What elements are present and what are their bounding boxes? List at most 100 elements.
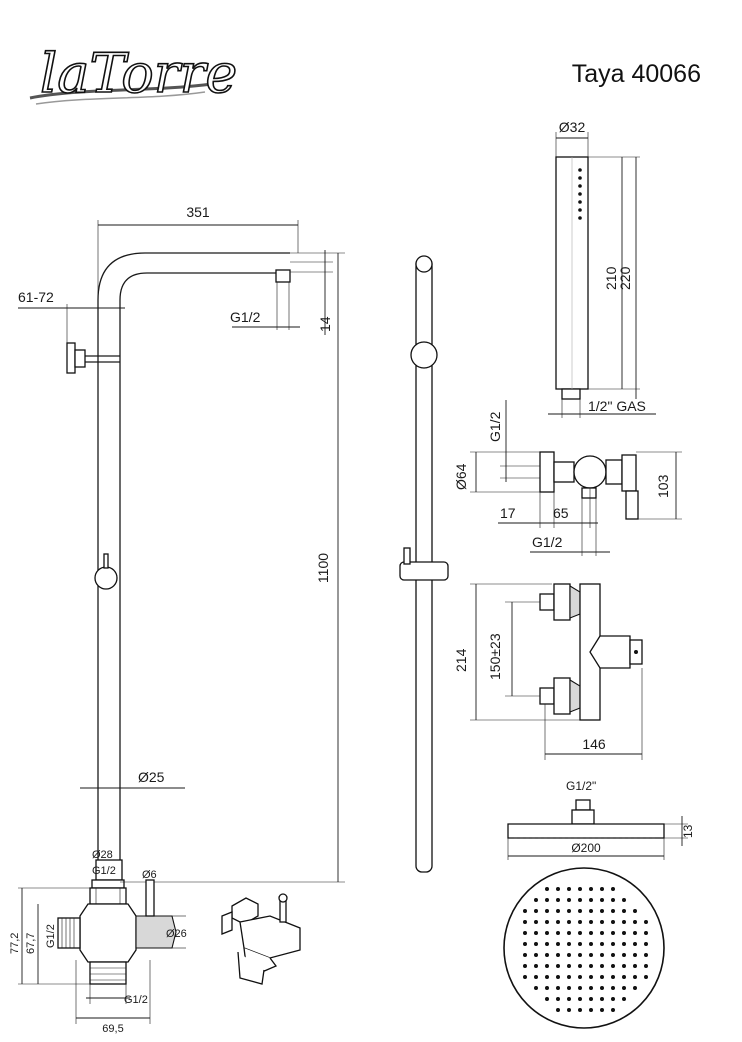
- nozzle-dot: [622, 964, 626, 968]
- nozzle-dot: [556, 942, 560, 946]
- nozzle-dot: [600, 953, 604, 957]
- nozzle-dot: [589, 986, 593, 990]
- nozzle-dot: [600, 920, 604, 924]
- nozzle-dot: [578, 920, 582, 924]
- shower-column-drawing: 351 61-72 G1/2 14 1100 Ø25: [18, 204, 345, 889]
- nozzle-dot: [567, 986, 571, 990]
- nozzle-dot: [644, 953, 648, 957]
- nozzle-dot: [578, 942, 582, 946]
- nozzle-dot: [589, 997, 593, 1001]
- nozzle-dot: [556, 964, 560, 968]
- nozzle-dot: [611, 898, 615, 902]
- nozzle-dot: [556, 898, 560, 902]
- dim-wall-mixer-offset-b: 65: [553, 505, 569, 521]
- nozzle-dot: [633, 909, 637, 913]
- diverter-3d-sketch: [221, 893, 301, 985]
- nozzle-dot: [523, 942, 527, 946]
- nozzle-dot: [644, 920, 648, 924]
- nozzle-dot: [545, 920, 549, 924]
- dim-wall-mixer-outlet-thread: G1/2: [532, 534, 563, 550]
- nozzle-dot: [578, 997, 582, 1001]
- dim-diverter-height-b: 67,7: [25, 933, 37, 954]
- dim-mixer-width: 146: [582, 736, 606, 752]
- nozzle-dot: [622, 953, 626, 957]
- nozzle-dot: [534, 942, 538, 946]
- nozzle-dot: [600, 909, 604, 913]
- nozzle-dot: [545, 953, 549, 957]
- nozzle-dot: [556, 997, 560, 1001]
- nozzle-dot: [633, 986, 637, 990]
- nozzle-dot: [534, 953, 538, 957]
- nozzle-dot: [611, 887, 615, 891]
- nozzle-dot: [633, 953, 637, 957]
- dim-diverter-pin-diameter: Ø6: [142, 869, 157, 881]
- nozzle-dot: [633, 975, 637, 979]
- nozzle-dot: [545, 942, 549, 946]
- nozzle-dot: [534, 975, 538, 979]
- nozzle-dot: [556, 909, 560, 913]
- nozzle-dot: [556, 1008, 560, 1012]
- dim-diverter-top-diameter: Ø28: [92, 849, 113, 861]
- nozzle-dot: [567, 898, 571, 902]
- nozzle-dot: [600, 1008, 604, 1012]
- brand-logo-text: laTorre: [40, 42, 237, 105]
- nozzle-dot: [600, 931, 604, 935]
- nozzle-dot: [567, 931, 571, 935]
- dim-hand-shower-length-b: 220: [617, 266, 633, 290]
- dim-diverter-body-diameter: Ø26: [166, 928, 187, 940]
- nozzle-dot: [622, 898, 626, 902]
- nozzle-dot: [556, 920, 560, 924]
- nozzle-dot: [578, 931, 582, 935]
- nozzle-dot: [589, 887, 593, 891]
- dim-arm-drop: 14: [317, 316, 333, 332]
- dim-wall-mixer-flange-diameter: Ø64: [453, 463, 469, 490]
- nozzle-dot: [611, 942, 615, 946]
- nozzle-dot: [567, 920, 571, 924]
- nozzle-dot: [523, 953, 527, 957]
- nozzle-dot: [534, 986, 538, 990]
- nozzle-dot: [578, 953, 582, 957]
- dim-head-thickness: 13: [681, 824, 695, 838]
- nozzle-dot: [523, 975, 527, 979]
- nozzle-dot: [589, 1008, 593, 1012]
- nozzle-dot: [523, 964, 527, 968]
- nozzle-dot: [611, 997, 615, 1001]
- shower-head-plan-drawing: [503, 867, 665, 1029]
- nozzle-dot: [523, 909, 527, 913]
- nozzle-dot: [567, 942, 571, 946]
- nozzle-dot: [611, 964, 615, 968]
- nozzle-dot: [578, 975, 582, 979]
- nozzle-dot: [644, 931, 648, 935]
- shower-head-nozzles: [523, 887, 648, 1012]
- nozzle-dot: [622, 942, 626, 946]
- dim-arm-outlet-thread: G1/2: [230, 309, 261, 325]
- nozzle-dot: [622, 920, 626, 924]
- nozzle-dot: [622, 931, 626, 935]
- nozzle-dot: [589, 920, 593, 924]
- nozzle-dot: [644, 964, 648, 968]
- nozzle-dot: [534, 920, 538, 924]
- nozzle-dot: [589, 964, 593, 968]
- nozzle-dot: [600, 887, 604, 891]
- dim-wall-offset: 61-72: [18, 289, 54, 305]
- dim-hand-shower-diameter: Ø32: [559, 119, 586, 135]
- nozzle-dot: [622, 909, 626, 913]
- nozzle-dot: [578, 898, 582, 902]
- nozzle-dot: [567, 909, 571, 913]
- dim-hand-shower-thread: 1/2" GAS: [588, 398, 646, 414]
- nozzle-dot: [578, 986, 582, 990]
- dim-diverter-top-thread: G1/2: [92, 865, 116, 877]
- dim-mixer-centers: 150±23: [487, 633, 503, 680]
- nozzle-dot: [567, 975, 571, 979]
- dim-wall-mixer-offset-a: 17: [500, 505, 516, 521]
- nozzle-dot: [600, 942, 604, 946]
- nozzle-dot: [534, 964, 538, 968]
- nozzle-dot: [611, 1008, 615, 1012]
- dim-head-diameter: Ø200: [571, 841, 601, 855]
- brand-logo: laTorre: [29, 41, 238, 106]
- hand-shower-drawing: Ø32 210 220 1/2" GAS: [548, 119, 656, 418]
- nozzle-dot: [556, 887, 560, 891]
- nozzle-dot: [611, 953, 615, 957]
- nozzle-dot: [622, 975, 626, 979]
- dim-arm-length: 351: [186, 204, 210, 220]
